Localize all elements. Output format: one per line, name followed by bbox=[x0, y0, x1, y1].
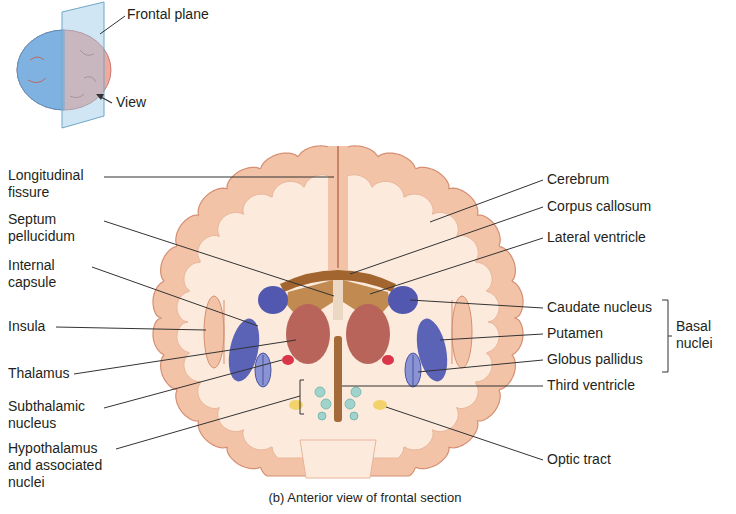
thalamus bbox=[286, 304, 330, 364]
subthalamic-nucleus bbox=[282, 355, 294, 365]
part-label: Lateral ventricle bbox=[547, 229, 697, 246]
longitudinal-fissure bbox=[337, 146, 339, 268]
part-label: Cerebrum bbox=[547, 171, 697, 188]
part-label: Caudate nucleus bbox=[547, 299, 659, 316]
third-ventricle bbox=[334, 336, 342, 422]
fissure-cortex bbox=[328, 146, 348, 270]
insula-fold bbox=[204, 296, 224, 368]
optic-tract bbox=[289, 400, 303, 410]
globus-pallidus bbox=[255, 353, 271, 387]
gray-matter bbox=[153, 146, 523, 476]
inset-brain bbox=[17, 2, 125, 128]
figure-caption: (b) Anterior view of frontal section bbox=[215, 490, 515, 506]
caudate-nucleus bbox=[258, 286, 288, 314]
frontal-section bbox=[153, 146, 523, 478]
globus-pallidus bbox=[405, 353, 421, 387]
leader-lines bbox=[56, 177, 672, 460]
insula-fold bbox=[452, 296, 472, 368]
part-label: Hypothalamus and associated nuclei bbox=[8, 440, 118, 491]
part-label: Insula bbox=[8, 318, 88, 335]
part-label: Septum pellucidum bbox=[8, 211, 103, 245]
part-label: Longitudinal fissure bbox=[8, 167, 103, 201]
part-label: Corpus callosum bbox=[547, 198, 697, 215]
part-label: Internal capsule bbox=[8, 257, 88, 291]
part-label: Putamen bbox=[547, 325, 659, 342]
brainstem-base bbox=[300, 440, 376, 478]
septum-pellucidum bbox=[333, 280, 343, 320]
part-label: Thalamus bbox=[8, 365, 88, 382]
subthalamic-nucleus bbox=[382, 355, 394, 365]
part-label: View bbox=[116, 94, 176, 111]
part-label: Frontal plane bbox=[127, 6, 247, 23]
part-label: Subthalamic nucleus bbox=[8, 398, 103, 432]
part-label: Globus pallidus bbox=[547, 351, 659, 368]
part-label: Basal nuclei bbox=[676, 318, 731, 352]
hypothalamus-nuclei bbox=[315, 387, 361, 420]
part-label: Optic tract bbox=[547, 451, 697, 468]
part-label: Third ventricle bbox=[547, 377, 697, 394]
optic-tract bbox=[373, 400, 387, 410]
thalamus bbox=[346, 304, 390, 364]
